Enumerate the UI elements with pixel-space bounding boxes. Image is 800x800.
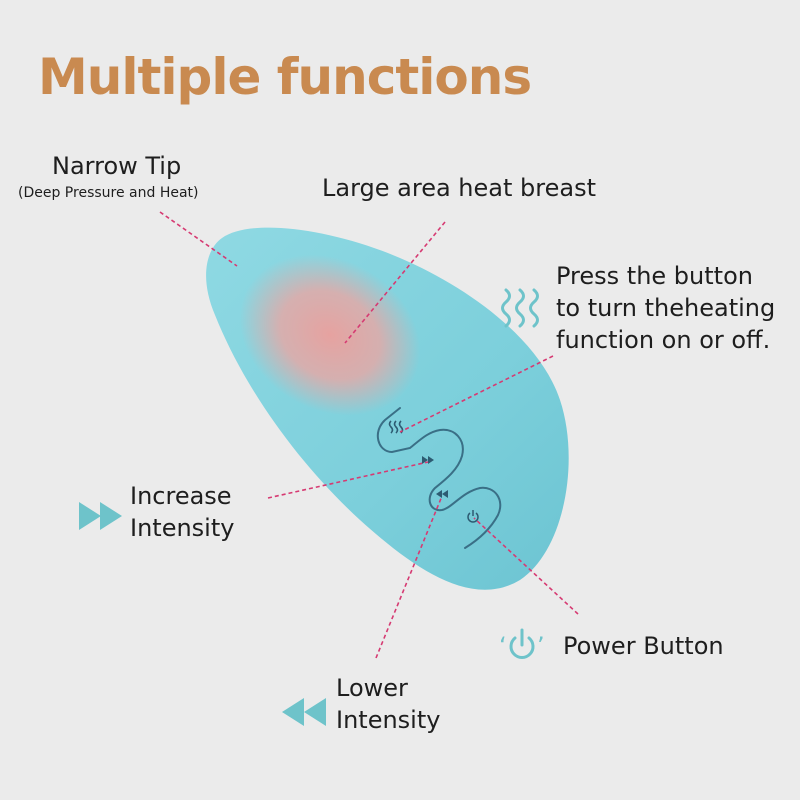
leader-lower — [375, 495, 443, 659]
control-panel-outline — [376, 407, 502, 549]
lower-line-1: Lower — [336, 674, 408, 702]
heat-button-line-3: function on or off. — [556, 326, 771, 354]
leader-narrow-tip — [159, 211, 238, 267]
heat-zone — [239, 254, 421, 416]
leader-large-area — [344, 221, 446, 344]
page-title: Multiple functions — [38, 48, 532, 106]
power-icon — [509, 628, 535, 659]
increase-intensity-label: Increase Intensity — [130, 480, 234, 544]
leader-increase — [267, 461, 429, 499]
device-increase-icon[interactable] — [422, 456, 434, 464]
fast-forward-icon — [79, 502, 122, 530]
power-quote-open: ‘ — [499, 632, 507, 660]
narrow-tip-label: Narrow Tip — [52, 152, 182, 180]
power-button-label: Power Button — [563, 632, 724, 660]
leader-power — [473, 517, 579, 615]
leader-lines — [159, 211, 579, 659]
increase-line-1: Increase — [130, 482, 232, 510]
lower-line-2: Intensity — [336, 706, 441, 734]
lower-intensity-label: Lower Intensity — [336, 672, 440, 736]
device-power-icon[interactable] — [467, 510, 479, 523]
large-area-label: Large area heat breast — [322, 174, 596, 202]
increase-line-2: Intensity — [130, 514, 235, 542]
heat-button-line-1: Press the button — [556, 262, 753, 290]
heat-button-line-2: to turn theheating — [556, 294, 776, 322]
heat-waves-icon — [501, 288, 539, 328]
power-quote-close: ’ — [537, 632, 545, 660]
heat-button-description: Press the button to turn theheating func… — [556, 260, 775, 356]
device-decrease-icon[interactable] — [436, 490, 448, 498]
narrow-tip-note: (Deep Pressure and Heat) — [18, 185, 199, 201]
leader-heat-button — [399, 355, 554, 433]
rewind-icon — [282, 698, 326, 726]
